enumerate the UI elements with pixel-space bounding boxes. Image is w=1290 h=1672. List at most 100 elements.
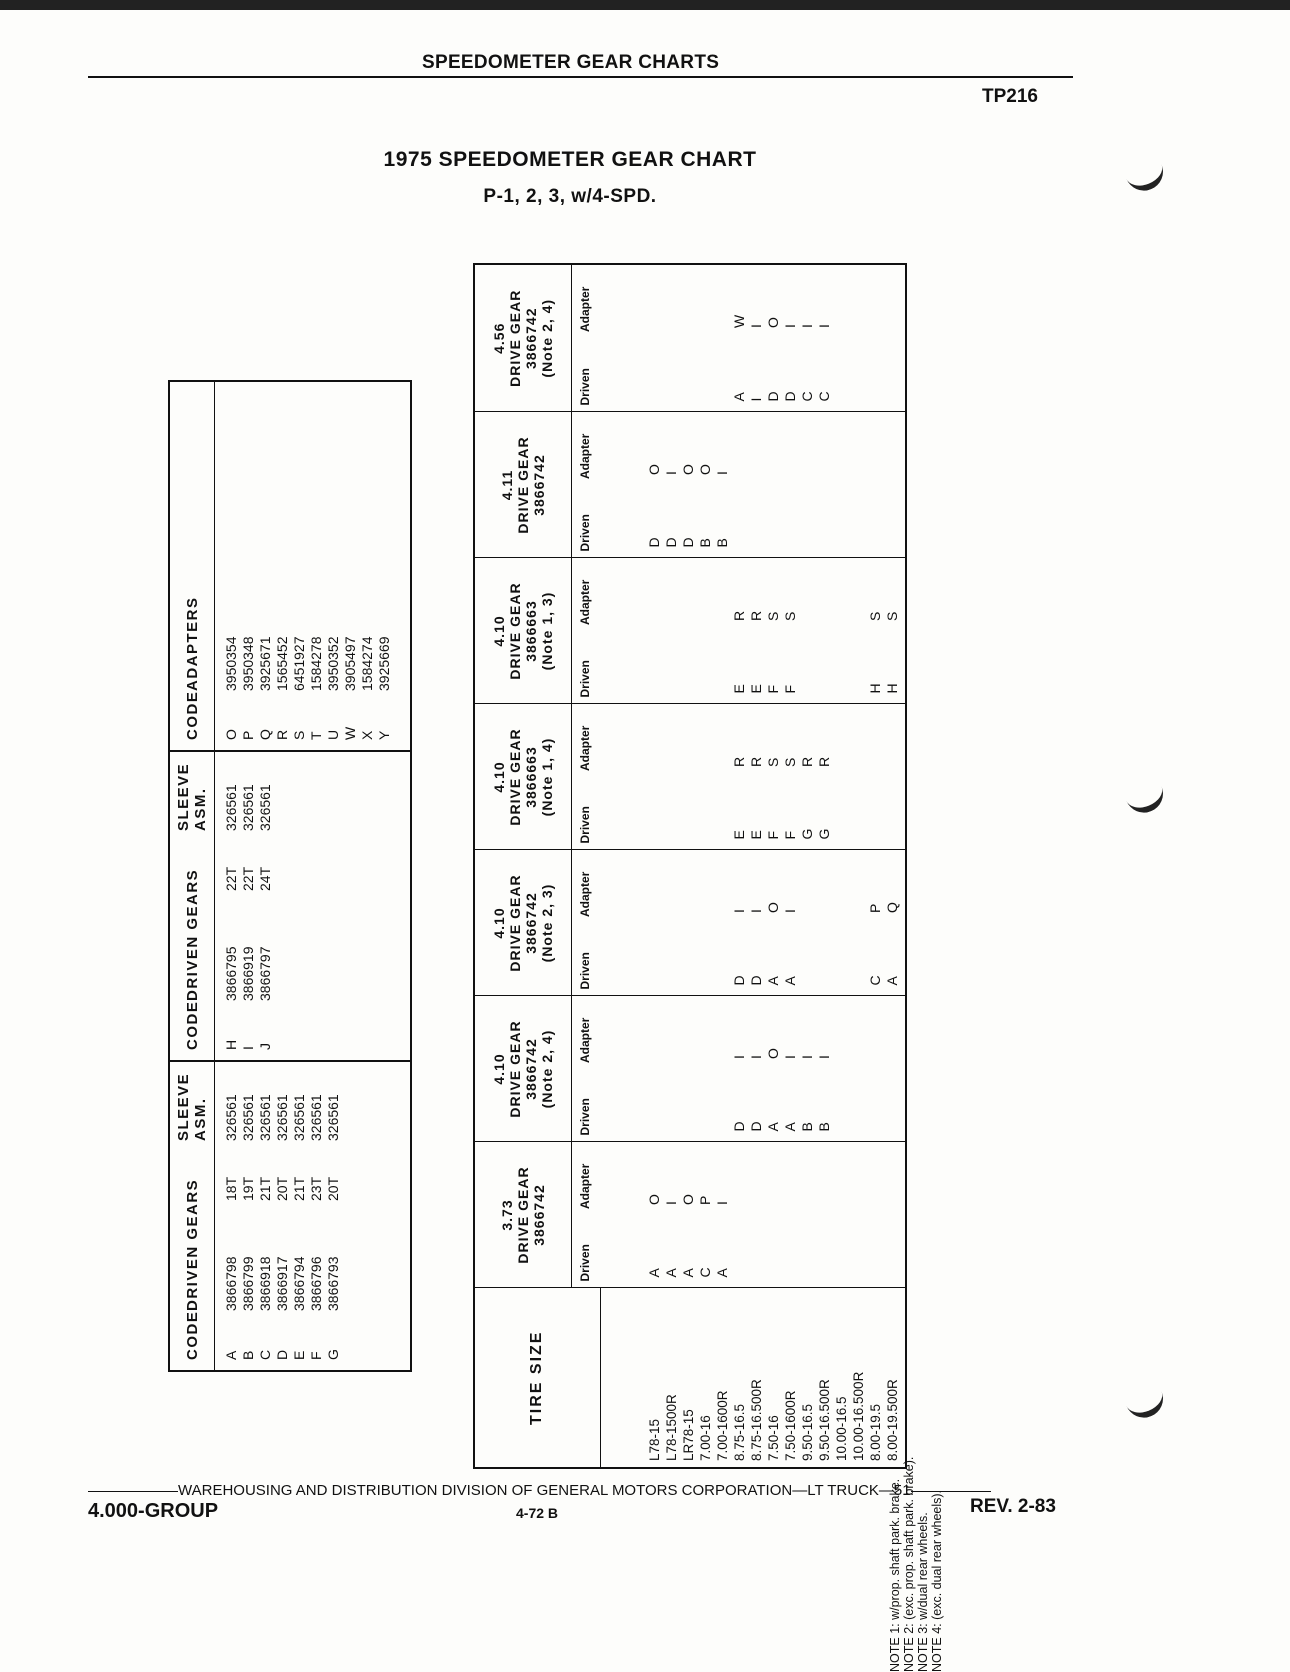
driven-gear-list: 3866798 3866799 3866918 3866917 3866794 …: [223, 1256, 341, 1311]
driven-code: C: [867, 975, 883, 986]
adapter-code: I: [782, 324, 798, 328]
driven-code: [884, 1069, 901, 1132]
adapter-code: [867, 705, 884, 768]
adapter-code: [680, 997, 697, 1060]
driven-code: F: [765, 830, 781, 840]
driven-code: [646, 631, 663, 694]
driven-code: D: [748, 975, 764, 986]
driven-code: [850, 1215, 867, 1278]
adapter-code: [833, 559, 850, 622]
adapter-list: 3950354 3950348 3925671 1565452 6451927 …: [223, 636, 392, 691]
adapter-code: I: [748, 1055, 764, 1059]
driven-code: [765, 485, 782, 548]
driven-code: [867, 1215, 884, 1278]
adapter-subheader: Adapter: [578, 579, 592, 625]
adapter-code: P: [697, 1195, 713, 1205]
col-header: DRIVEN GEARS: [169, 841, 215, 1011]
driven-code: [799, 631, 816, 694]
driven-code: [697, 1069, 714, 1132]
drive-gear-ratio: 4.10: [491, 615, 507, 647]
driven-code: [782, 1215, 799, 1278]
adapter-code: O: [680, 1194, 696, 1205]
col-header: CODE: [169, 1311, 215, 1371]
adapter-code: [816, 559, 833, 622]
adapter-code: S: [782, 757, 798, 767]
adapter-code: [697, 997, 714, 1060]
driven-code: [663, 923, 680, 986]
adapter-code: R: [748, 756, 764, 767]
adapter-code: [782, 413, 799, 476]
code-list: O P Q R S T U W X Y: [214, 701, 411, 751]
driven-code: [816, 923, 833, 986]
adapter-code: [714, 265, 731, 328]
driven-code: [833, 923, 850, 986]
adapter-code: O: [680, 464, 696, 475]
driven-code: [680, 923, 697, 986]
driven-code: F: [765, 684, 781, 694]
adapter-code: [884, 1143, 901, 1206]
adapter-code: [663, 851, 680, 914]
adapter-code: [748, 413, 765, 476]
drive-gear-part: 3866663: [523, 746, 539, 808]
adapter-code: [850, 559, 867, 622]
adapter-code: [731, 1143, 748, 1206]
drive-gear-part: 3866742: [523, 892, 539, 954]
adapter-code: [850, 705, 867, 768]
binder-hole-mark: [1125, 783, 1169, 819]
adapter-code: [646, 265, 663, 328]
driven-code: [850, 338, 867, 402]
adapter-code: [884, 997, 901, 1060]
driven-code: [646, 923, 663, 986]
driven-gears-table: CODE DRIVEN GEARS SLEEVE ASM. CODE DRIVE…: [168, 380, 412, 1372]
drive-gear-label: DRIVE GEAR: [507, 289, 523, 387]
adapter-code: I: [748, 909, 764, 913]
driven-code: D: [731, 975, 747, 986]
sleeve-list: 326561 326561 326561 326561 326561 32656…: [223, 1094, 341, 1141]
adapter-code: [646, 997, 663, 1060]
adapter-code: [782, 1143, 799, 1206]
adapter-code: O: [765, 902, 781, 913]
teeth-list: 18T 19T 21T 20T 21T 23T 20T: [223, 1176, 341, 1201]
driven-code: [833, 1215, 850, 1278]
header-rule: [88, 76, 1073, 78]
driven-subheader: Driven: [571, 1215, 600, 1288]
adapter-code: [697, 559, 714, 622]
adapter-code: O: [646, 1194, 662, 1205]
driven-code: [697, 631, 714, 694]
adapter-code: R: [731, 610, 747, 621]
driven-code: [867, 1069, 884, 1132]
driven-subheader: Driven: [571, 631, 600, 704]
sleeve-list: 326561 326561 326561: [223, 784, 273, 831]
footer-rule: [910, 1490, 991, 1492]
driven-code: [799, 923, 816, 986]
scan-top-edge: [0, 0, 1290, 10]
adapter-code: R: [799, 756, 815, 767]
section-header: SPEEDOMETER GEAR CHARTS: [422, 52, 720, 73]
binder-hole-mark: [1125, 1388, 1169, 1424]
driven-code: [748, 1215, 765, 1278]
drive-gear-note: (Note 2, 4): [539, 1029, 555, 1109]
driven-code: [680, 338, 697, 402]
drive-gear-part: 3866742: [531, 454, 547, 516]
driven-code: [850, 1069, 867, 1132]
driven-code: I: [748, 397, 764, 402]
driven-code: [867, 338, 884, 402]
driven-code: H: [867, 683, 883, 694]
driven-code: H: [884, 683, 900, 694]
adapter-code: [816, 851, 833, 914]
adapter-code: [663, 559, 680, 622]
driven-code: E: [748, 684, 764, 694]
driven-subheader: Driven: [571, 1069, 600, 1142]
adapter-code: [833, 705, 850, 768]
adapter-code: [867, 413, 884, 476]
drive-gear-ratio: 3.73: [499, 1199, 515, 1231]
adapter-code: [799, 1143, 816, 1206]
driven-code: [663, 338, 680, 402]
